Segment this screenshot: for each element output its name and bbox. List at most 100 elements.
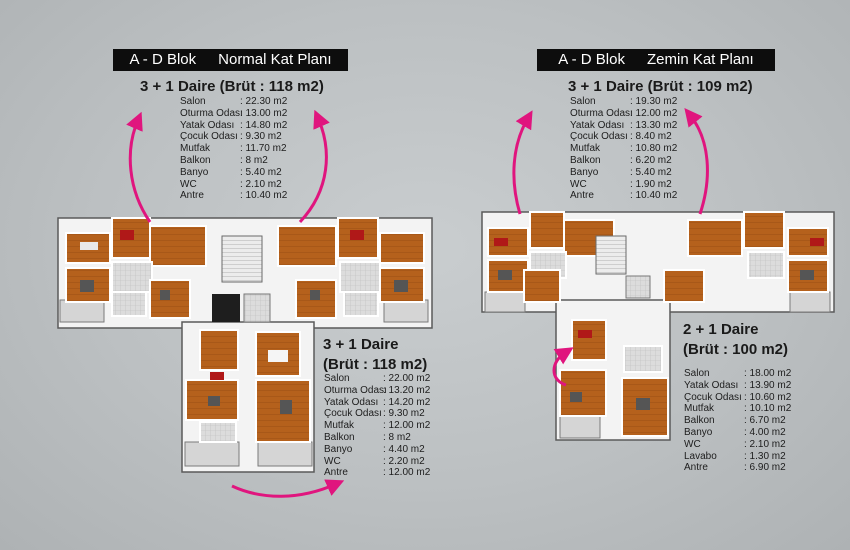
room-area: : 12.00 m2 bbox=[630, 107, 678, 119]
room-area: : 4.00 m2 bbox=[744, 426, 786, 438]
room-row: Çocuk Odası: 9.30 m2 bbox=[324, 408, 430, 420]
right-top-unit-title: 3 + 1 Daire (Brüt : 109 m2) bbox=[568, 78, 753, 95]
room-area: : 1.90 m2 bbox=[630, 178, 672, 190]
room-area: : 13.30 m2 bbox=[630, 119, 678, 131]
room-name: Çocuk Odası bbox=[180, 131, 238, 143]
room-area: : 4.40 m2 bbox=[383, 443, 425, 455]
room-area: : 10.40 m2 bbox=[240, 190, 288, 202]
room-row: Banyo: 5.40 m2 bbox=[570, 167, 677, 179]
room-name: Yatak Odası bbox=[180, 119, 235, 131]
room-area: : 14.80 m2 bbox=[240, 119, 288, 131]
room-name: Banyo bbox=[570, 166, 599, 178]
room-row: Mutfak: 12.00 m2 bbox=[324, 420, 430, 432]
room-row: Yatak Odası : 14.20 m2 bbox=[324, 397, 430, 409]
room-name: Lavabo bbox=[684, 450, 717, 462]
left-top-unit-title: 3 + 1 Daire (Brüt : 118 m2) bbox=[140, 78, 324, 95]
room-row: Salon: 19.30 m2 bbox=[570, 96, 677, 108]
right-banner-block: A - D Blok bbox=[558, 51, 625, 68]
left-bottom-title-line2: (Brüt : 118 m2) bbox=[323, 356, 428, 373]
room-area: : 12.00 m2 bbox=[383, 467, 431, 479]
room-area: : 1.30 m2 bbox=[744, 450, 786, 462]
room-area: : 13.20 m2 bbox=[383, 384, 431, 396]
room-row: WC: 2.10 m2 bbox=[684, 439, 791, 451]
room-row: Antre: 10.40 m2 bbox=[180, 190, 287, 202]
room-name: Yatak Odası bbox=[324, 396, 379, 408]
room-area: : 22.00 m2 bbox=[383, 373, 431, 384]
room-row: WC: 2.20 m2 bbox=[324, 456, 430, 468]
room-name: Antre bbox=[324, 467, 348, 479]
room-name: Mutfak bbox=[570, 143, 601, 155]
room-row: Yatak Odası: 13.30 m2 bbox=[570, 120, 677, 132]
room-area: : 8 m2 bbox=[240, 154, 268, 166]
room-name: Salon bbox=[180, 96, 206, 107]
room-row: Balkon: 8 m2 bbox=[180, 155, 287, 167]
right-bottom-title-line1: 2 + 1 Daire bbox=[683, 321, 759, 338]
room-row: Antre : 6.90 m2 bbox=[684, 462, 791, 474]
room-area: : 9.30 m2 bbox=[383, 408, 425, 420]
room-name: WC bbox=[570, 178, 587, 190]
left-floor-plan bbox=[57, 217, 433, 473]
pointer-arrows bbox=[126, 107, 709, 498]
room-area: : 2.10 m2 bbox=[744, 438, 786, 450]
room-area: : 2.10 m2 bbox=[240, 178, 282, 190]
room-row: Balkon : 8 m2 bbox=[324, 432, 430, 444]
room-area: : 19.30 m2 bbox=[630, 96, 678, 107]
room-name: Banyo bbox=[684, 426, 713, 438]
room-row: Yatak Odası : 14.80 m2 bbox=[180, 120, 287, 132]
room-name: Çocuk Odası bbox=[684, 391, 742, 403]
room-row: WC : 1.90 m2 bbox=[570, 179, 677, 191]
room-row: Çocuk Odası: 9.30 m2 bbox=[180, 131, 287, 143]
room-name: Mutfak bbox=[684, 403, 715, 415]
room-name: Balkon bbox=[570, 154, 601, 166]
right-floor-plan bbox=[481, 211, 835, 441]
room-area: : 13.90 m2 bbox=[744, 379, 792, 391]
room-name: Çocuk Odası bbox=[324, 408, 382, 420]
room-row: Balkon: 6.70 m2 bbox=[684, 415, 791, 427]
room-name: Balkon bbox=[324, 431, 355, 443]
room-row: Balkon: 6.20 m2 bbox=[570, 155, 677, 167]
room-name: WC bbox=[180, 178, 197, 190]
room-row: Çocuk Odası: 8.40 m2 bbox=[570, 131, 677, 143]
room-row: WC : 2.10 m2 bbox=[180, 179, 287, 191]
room-area: : 10.40 m2 bbox=[630, 190, 678, 202]
room-name: Banyo bbox=[324, 443, 353, 455]
room-row: Banyo : 4.40 m2 bbox=[324, 444, 430, 456]
room-name: Salon bbox=[324, 373, 350, 384]
room-row: Banyo : 4.00 m2 bbox=[684, 427, 791, 439]
room-area: : 5.40 m2 bbox=[240, 166, 282, 178]
room-area: : 8 m2 bbox=[383, 431, 411, 443]
room-row: Mutfak : 11.70 m2 bbox=[180, 143, 287, 155]
right-bottom-title-line2: (Brüt : 100 m2) bbox=[683, 341, 789, 358]
room-name: WC bbox=[324, 455, 341, 467]
room-row: Banyo : 5.40 m2 bbox=[180, 167, 287, 179]
room-row: Salon: 18.00 m2 bbox=[684, 368, 791, 380]
right-bottom-unit-title: 2 + 1 Daire (Brüt : 100 m2) bbox=[683, 320, 788, 360]
room-area: : 12.00 m2 bbox=[383, 420, 431, 432]
room-row: Mutfak : 10.10 m2 bbox=[684, 403, 791, 415]
left-banner-plan: Normal Kat Planı bbox=[218, 51, 332, 68]
room-name: Balkon bbox=[684, 415, 715, 427]
room-name: Mutfak bbox=[180, 143, 211, 155]
room-row: Oturma Odası: 13.20 m2 bbox=[324, 385, 430, 397]
room-name: Banyo bbox=[180, 166, 209, 178]
room-name: Antre bbox=[684, 462, 708, 474]
room-area: : 10.10 m2 bbox=[744, 403, 792, 415]
room-row: Lavabo : 1.30 m2 bbox=[684, 451, 791, 463]
left-bottom-title-line1: 3 + 1 Daire bbox=[323, 336, 399, 353]
room-row: Oturma Odası: 13.00 m2 bbox=[180, 108, 287, 120]
room-area: : 8.40 m2 bbox=[630, 131, 672, 143]
room-row: Antre : 12.00 m2 bbox=[324, 467, 430, 479]
room-area: : 14.20 m2 bbox=[383, 396, 431, 408]
room-area: : 11.70 m2 bbox=[240, 143, 287, 155]
room-area: : 18.00 m2 bbox=[744, 368, 792, 379]
room-area: : 6.90 m2 bbox=[744, 462, 786, 474]
room-area: : 10.60 m2 bbox=[744, 391, 792, 403]
room-name: Oturma Odası bbox=[324, 384, 387, 396]
